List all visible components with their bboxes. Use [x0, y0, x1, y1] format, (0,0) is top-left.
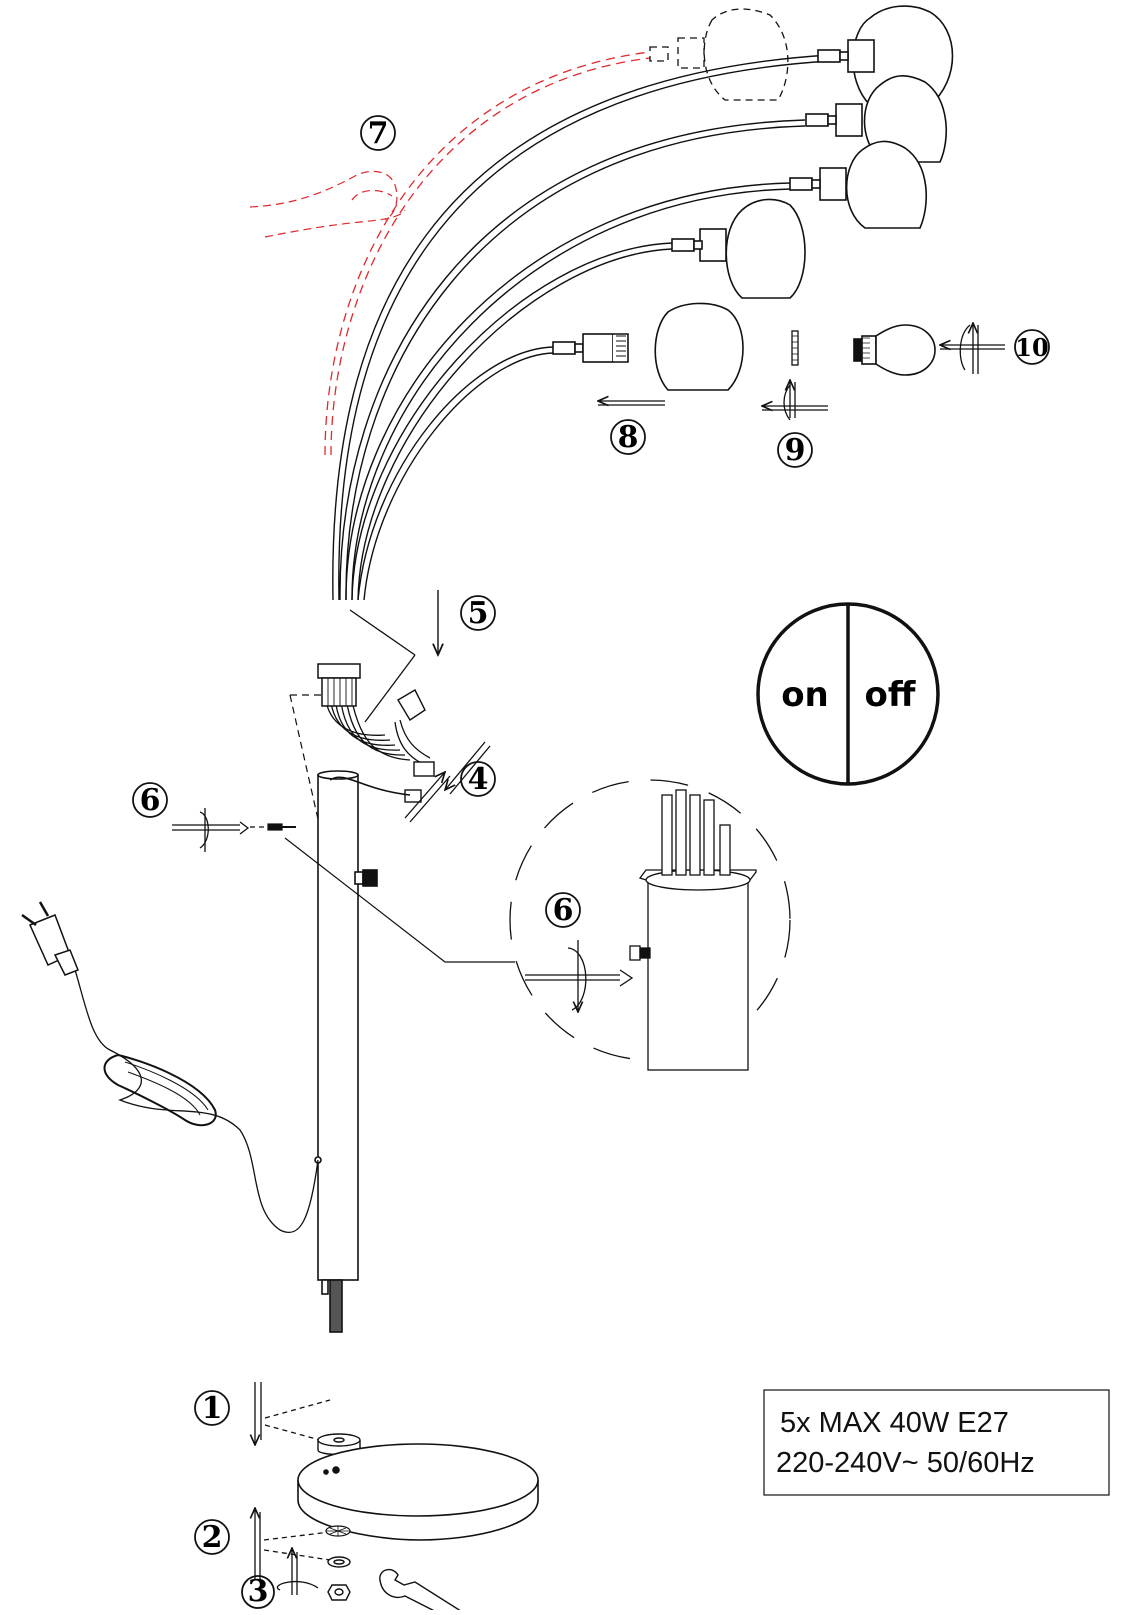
socket-exploded: [552, 333, 629, 363]
power-cable: [71, 959, 319, 1234]
star-washer: [325, 1525, 351, 1537]
step1-arrow: [255, 1382, 331, 1445]
step-10-label: 10: [1014, 329, 1050, 365]
step-2-number: 2: [202, 1520, 223, 1555]
step-3-label: 3: [241, 1574, 275, 1609]
spec-line-1: 5x MAX 40W E27: [780, 1407, 1009, 1439]
step-4-number: 4: [468, 762, 489, 797]
arm-2b: [345, 125, 806, 601]
on-off-switch-symbol: on off: [756, 602, 940, 786]
step-6-label-a: 6: [132, 782, 168, 818]
lamp-base: [297, 1443, 539, 1541]
spec-line-2: 220-240V~ 50/60Hz: [776, 1447, 1035, 1479]
step-7-label: 7: [360, 115, 396, 151]
step6-arrow-detail: [525, 940, 634, 1012]
step9-arrows: [762, 380, 828, 421]
step-1-number: 1: [202, 1391, 223, 1426]
arm-4: [351, 242, 673, 601]
step3-arrow: [276, 1548, 319, 1595]
shade-exploded: [654, 302, 744, 391]
hex-nut: [327, 1584, 351, 1601]
step-10-number: 10: [1015, 333, 1048, 362]
step-8-label: 8: [610, 419, 646, 455]
arm-5b: [363, 352, 554, 601]
step-4-label: 4: [460, 761, 496, 797]
step-9-number: 9: [785, 433, 806, 468]
projection-dashed: [289, 694, 322, 829]
wrench: [379, 1568, 484, 1615]
bend-arm-dashed: [324, 51, 651, 456]
step-8-number: 8: [618, 420, 639, 455]
switch-on-label: on: [781, 675, 829, 715]
step-9-label: 9: [777, 432, 813, 468]
step-6-label-b: 6: [545, 892, 581, 928]
leader-line: [284, 837, 515, 963]
step-2-label: 2: [194, 1519, 230, 1555]
ghost-socket: [649, 8, 789, 101]
shade-3: [789, 140, 928, 229]
step-5-label: 5: [460, 595, 496, 631]
switch-off-label: off: [865, 675, 916, 715]
step-6b-number: 6: [553, 893, 574, 928]
step-3-number: 3: [248, 1574, 269, 1609]
shade-4: [671, 198, 806, 299]
flat-washer: [327, 1556, 351, 1568]
power-plug: [21, 901, 79, 976]
step10-arrow: [940, 323, 1005, 374]
terminal-block: [397, 689, 435, 803]
arm-1: [332, 54, 831, 601]
zoom-detail: [509, 779, 791, 1071]
shade-ring: [791, 330, 799, 366]
step2-arrow: [255, 1508, 331, 1580]
arm-1b: [338, 60, 831, 601]
step6-arrow-left: [172, 808, 268, 852]
shade-2: [805, 75, 948, 163]
arm-4b: [357, 248, 673, 601]
step-5-number: 5: [468, 596, 489, 631]
cable-collar: [317, 663, 361, 707]
arm-5: [357, 346, 554, 601]
light-bulb: [853, 324, 936, 376]
lamp-arms: [332, 54, 831, 601]
step-7-number: 7: [368, 116, 389, 151]
hand-dashed: [249, 170, 406, 238]
screw-small: [267, 823, 296, 831]
step-6a-number: 6: [140, 783, 161, 818]
spec-box: 5x MAX 40W E27 220-240V~ 50/60Hz: [763, 1389, 1110, 1496]
arm-3b: [351, 188, 791, 601]
step-1-label: 1: [194, 1390, 230, 1426]
step-labels: 7 8 9 10 5 4 6 6: [132, 115, 1050, 1609]
step4-arrows: [404, 741, 491, 823]
arm-2: [339, 119, 806, 601]
lamp-pole: [314, 770, 411, 1333]
shade-1: [817, 5, 954, 106]
arm-3: [345, 182, 791, 601]
